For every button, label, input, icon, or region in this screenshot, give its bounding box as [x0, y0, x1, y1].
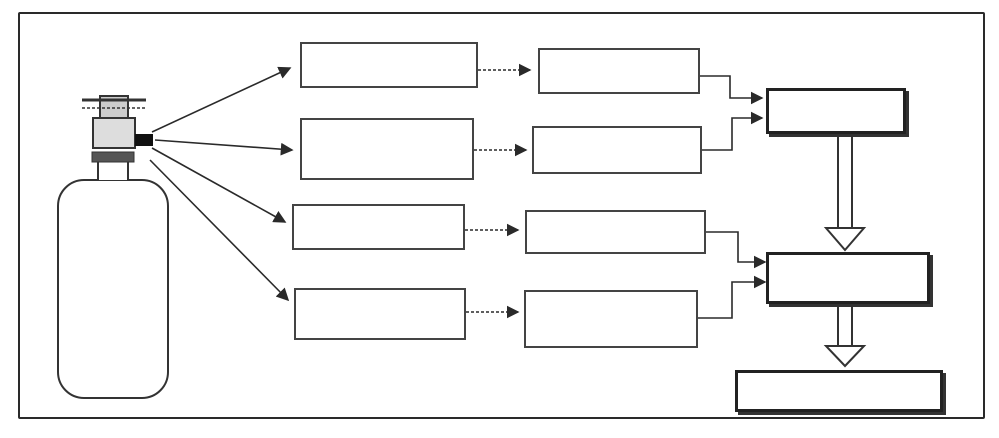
action-box-2 [532, 126, 702, 174]
action-box-4 [524, 290, 698, 348]
arrow-cylinder-to-cause-2 [154, 139, 294, 156]
hollow-arrow-result-2-to-final [823, 305, 867, 368]
result-box-2 [766, 252, 930, 304]
hollow-arrow-result-1-to-result-2 [823, 135, 867, 252]
action-box-3 [525, 210, 706, 254]
action-box-1 [538, 48, 700, 94]
arrow-cylinder-to-cause-3 [151, 147, 287, 223]
arrow-action-3-to-result-2 [706, 231, 767, 269]
final-box [735, 370, 943, 412]
gas-cylinder [57, 151, 169, 399]
arrow-cylinder-to-cause-1 [151, 66, 292, 133]
arrow-action-2-to-result-1 [702, 111, 764, 151]
cause-box-3 [292, 204, 465, 250]
cause-box-1 [300, 42, 478, 88]
cause-box-4 [294, 288, 466, 340]
arrow-action-4-to-result-2 [698, 275, 767, 319]
diagram-frame [18, 12, 985, 419]
arrow-action-1-to-result-1 [700, 75, 764, 105]
result-box-1 [766, 88, 906, 134]
valve-regulator [82, 95, 153, 149]
cause-box-2 [300, 118, 474, 180]
arrow-cylinder-to-cause-4 [149, 159, 290, 302]
